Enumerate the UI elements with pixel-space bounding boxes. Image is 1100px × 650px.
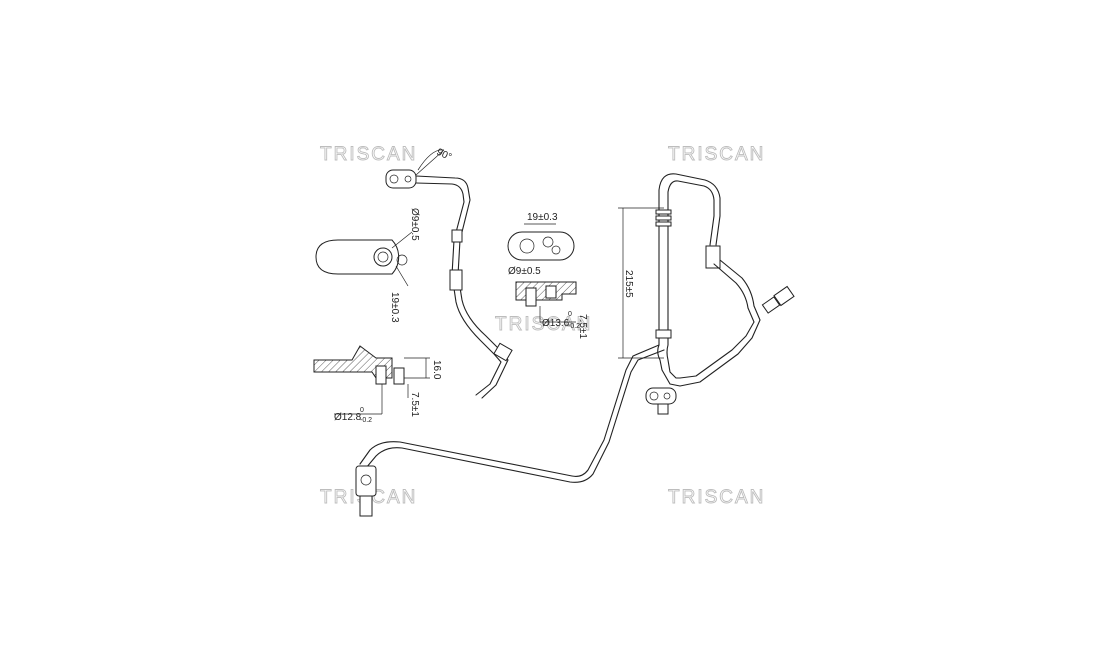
bore-left-tol-bottom: -0.2 [360,417,372,424]
watermark-top-right: TRISCAN [668,144,765,165]
middle-section-view: Ø13.6 0 -0.2 7.5±1 [515,281,588,339]
watermark-bottom-right: TRISCAN [668,487,765,508]
stud-left-label: 7.5±1 [409,392,420,417]
bore-left-label: Ø12.8 [334,412,362,423]
angle-arc [417,149,445,171]
middle-plate-view: 19±0.3 Ø9±0.5 [507,212,575,277]
stud-mid-label: 7.5±1 [577,314,588,339]
left-hose: 90° [385,147,513,399]
diameter-mid-label: Ø9±0.5 [508,266,541,277]
height-left-label: 16.0 [431,360,442,380]
width-mid-label: 19±0.3 [527,212,558,223]
left-section-view: 16.0 7.5±1 Ø12.8 0 -0.2 [313,345,442,424]
bore-mid-label: Ø13.6 [542,318,570,329]
diameter-left-label: Ø9±0.5 [409,208,420,241]
bore-mid-tol-top: 0 [568,311,572,318]
bore-mid-tol-bottom: -0.2 [568,323,580,330]
watermark-middle: TRISCAN [495,314,592,335]
watermark-top-left: TRISCAN [320,144,417,165]
angle-label: 90° [435,147,453,163]
left-plate-view: Ø9±0.5 19±0.3 [315,208,420,323]
bore-left-tol-top: 0 [360,407,364,414]
main-hose: 215±5 [355,173,795,517]
length-right-label: 215±5 [623,270,634,298]
width-left-label: 19±0.3 [389,292,400,323]
